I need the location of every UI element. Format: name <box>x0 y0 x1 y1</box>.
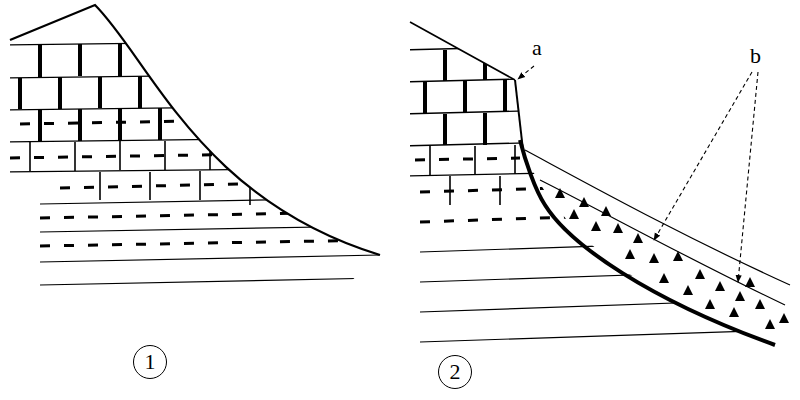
callout-letter: a <box>530 36 544 60</box>
slope-profile <box>10 5 380 255</box>
talus-surface <box>525 150 790 305</box>
talus-debris <box>555 188 789 329</box>
leader-line <box>518 66 758 282</box>
panel-number: 1 <box>145 351 156 373</box>
rock-strata <box>400 46 780 342</box>
panel-number: 2 <box>450 361 461 383</box>
circled-number: 2 <box>438 355 472 389</box>
cliff-profile <box>410 22 775 345</box>
callout-letter: b <box>748 44 763 68</box>
rock-strata <box>0 40 400 285</box>
circled-number: 1 <box>133 345 167 379</box>
